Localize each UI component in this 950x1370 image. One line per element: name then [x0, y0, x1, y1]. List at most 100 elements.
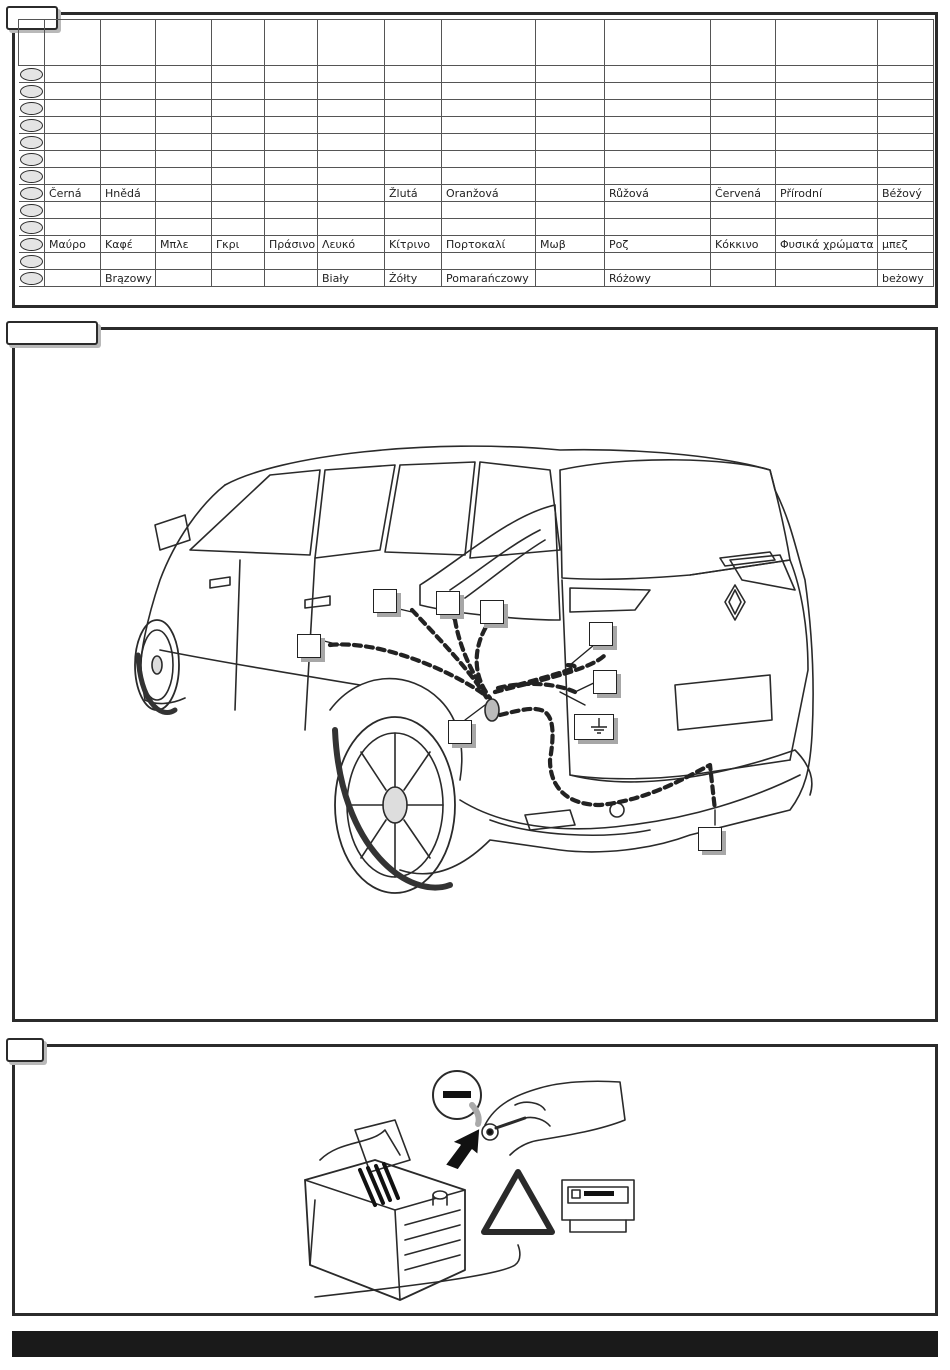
color-cell: Żółty	[384, 269, 442, 287]
table-row	[18, 133, 934, 151]
row-marker-oval	[19, 152, 43, 166]
table-row	[18, 150, 934, 168]
row-marker-oval	[19, 84, 43, 98]
color-cell	[44, 65, 101, 83]
color-cell	[155, 133, 212, 151]
header-cell	[317, 19, 385, 66]
color-cell	[384, 218, 442, 236]
header-cell	[535, 19, 605, 66]
color-cell	[317, 99, 385, 117]
header-cell	[211, 19, 265, 66]
color-cell	[44, 133, 101, 151]
color-cell	[264, 99, 318, 117]
color-cell	[775, 201, 878, 219]
color-cell	[100, 167, 156, 185]
color-cell	[211, 269, 265, 287]
color-cell: Béžový	[877, 184, 934, 202]
color-cell	[264, 65, 318, 83]
color-cell	[384, 133, 442, 151]
header-cell	[155, 19, 212, 66]
color-cell	[155, 150, 212, 168]
callout-box-2	[373, 589, 397, 613]
color-cell	[211, 167, 265, 185]
color-cell: Pomarańczowy	[441, 269, 536, 287]
row-marker-oval	[19, 237, 43, 251]
color-cell	[775, 269, 878, 287]
color-cell	[211, 82, 265, 100]
row-marker-oval	[19, 169, 43, 183]
color-cell	[710, 82, 776, 100]
color-cell	[264, 167, 318, 185]
color-cell	[775, 99, 878, 117]
color-cell	[155, 269, 212, 287]
color-cell: Λευκό	[317, 235, 385, 253]
color-cell	[44, 269, 101, 287]
color-cell	[710, 150, 776, 168]
color-cell	[604, 150, 711, 168]
header-cell	[710, 19, 776, 66]
color-cell	[441, 201, 536, 219]
table-row	[18, 82, 934, 100]
color-cell: Černá	[44, 184, 101, 202]
row-marker-cell	[18, 269, 45, 287]
color-cell	[877, 150, 934, 168]
color-cell	[384, 99, 442, 117]
callout-box-4	[480, 600, 504, 624]
color-cell	[264, 82, 318, 100]
color-cell	[441, 116, 536, 134]
color-cell	[604, 116, 711, 134]
header-cell	[775, 19, 878, 66]
color-cell	[155, 82, 212, 100]
color-cell	[877, 116, 934, 134]
color-cell	[441, 218, 536, 236]
color-cell	[441, 99, 536, 117]
color-cell	[535, 150, 605, 168]
radio-unit-icon	[561, 1179, 635, 1233]
callout-box-3	[436, 591, 460, 615]
color-cell	[155, 99, 212, 117]
color-cell	[877, 82, 934, 100]
color-cell	[211, 252, 265, 270]
color-cell: Růžová	[604, 184, 711, 202]
color-cell	[100, 65, 156, 83]
color-cell	[317, 167, 385, 185]
color-cell	[604, 82, 711, 100]
table-row	[18, 65, 934, 83]
color-cell	[44, 99, 101, 117]
color-cell	[155, 167, 212, 185]
color-cell	[775, 252, 878, 270]
color-cell	[535, 82, 605, 100]
color-cell	[441, 150, 536, 168]
header-cell	[604, 19, 711, 66]
color-cell	[317, 184, 385, 202]
color-cell	[535, 133, 605, 151]
header-cell	[877, 19, 934, 66]
callout-box-8	[698, 827, 722, 851]
color-cell	[441, 167, 536, 185]
color-cell	[211, 65, 265, 83]
row-marker-cell	[18, 235, 45, 253]
color-cell	[877, 65, 934, 83]
color-cell	[211, 150, 265, 168]
header-cell	[100, 19, 156, 66]
color-cell	[535, 184, 605, 202]
color-cell: Žlutá	[384, 184, 442, 202]
color-cell	[604, 99, 711, 117]
color-cell	[775, 133, 878, 151]
color-cell	[775, 65, 878, 83]
row-marker-cell	[18, 99, 45, 117]
color-cell	[44, 201, 101, 219]
row-marker-cell	[18, 150, 45, 168]
color-cell	[384, 150, 442, 168]
color-cell	[155, 116, 212, 134]
color-cell: Μπλε	[155, 235, 212, 253]
color-cell	[441, 133, 536, 151]
color-cell	[775, 167, 878, 185]
panel-tab-3	[6, 1038, 44, 1062]
color-cell	[264, 184, 318, 202]
color-cell	[604, 65, 711, 83]
color-cell	[44, 252, 101, 270]
warning-triangle-icon	[481, 1169, 555, 1235]
